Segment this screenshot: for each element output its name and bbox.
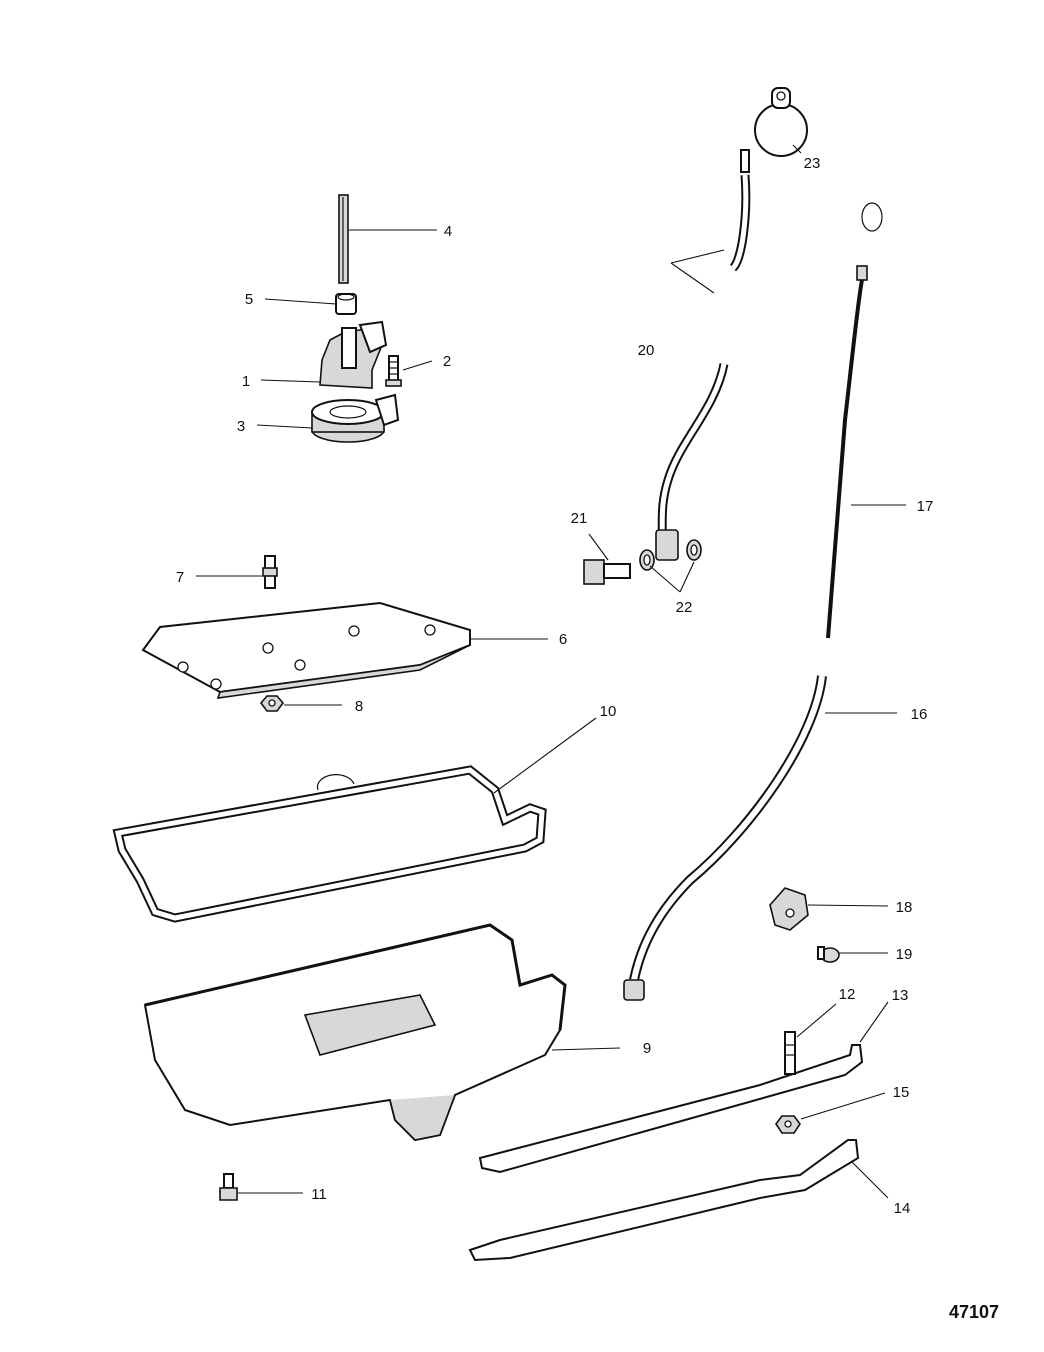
dipstick-part: [826, 202, 883, 639]
callout-16: 16: [911, 706, 928, 723]
callout-12: 12: [839, 986, 856, 1003]
callout-4: 4: [444, 223, 452, 240]
callout-3: 3: [237, 418, 245, 435]
callout-2: 2: [443, 353, 451, 370]
pump-screen-part: [311, 393, 400, 443]
leader-line-23: [792, 144, 802, 154]
leader-lines: [196, 144, 906, 1199]
callout-11: 11: [311, 1186, 327, 1203]
baffle-stud-part: [262, 555, 278, 589]
leader-line-21: [588, 533, 609, 561]
callout-20: 20: [638, 342, 655, 359]
pump-bolt-part: [385, 355, 402, 387]
oil-pan-part: [143, 923, 567, 1142]
tube-cap-part: [754, 87, 808, 157]
leader-line-14: [851, 1161, 889, 1199]
coupling-part: [335, 293, 357, 315]
callout-10: 10: [600, 703, 617, 720]
figure-number: 47107: [949, 1302, 999, 1322]
callout-23: 23: [804, 155, 821, 172]
leader-line-2: [402, 360, 433, 371]
dipstick-tube-upper-part: [729, 149, 751, 272]
pan-seal-left-part: [468, 1139, 860, 1262]
oil-pump-part: [319, 320, 388, 389]
dipstick-tube-lower-part: [655, 363, 729, 561]
callout-14: 14: [894, 1200, 911, 1217]
leader-line-20b: [670, 262, 715, 294]
callout-7: 7: [176, 569, 184, 586]
leader-line-5: [264, 298, 337, 305]
tube-clip-part: [769, 887, 809, 931]
callout-22: 22: [676, 599, 693, 616]
callout-15: 15: [893, 1084, 910, 1101]
callout-21: 21: [571, 510, 588, 527]
leader-line-15: [800, 1092, 886, 1120]
banjo-bolt-part: [583, 559, 631, 585]
leader-line-20a: [670, 249, 725, 264]
pan-gasket-part: [112, 765, 547, 923]
baffle-nut-part: [259, 695, 285, 712]
seal-nut-part: [775, 1115, 801, 1134]
pickup-tube-part: [338, 194, 349, 284]
leader-line-3: [256, 424, 313, 429]
pan-bolt-part: [219, 1173, 238, 1201]
dipstick-tube-part: [623, 675, 827, 1001]
callout-labels: 4 5 2 1 3 7 6 8 10 9 11 20 21 22 23 17 1…: [176, 155, 934, 1217]
leader-line-13: [859, 1001, 889, 1043]
leader-line-10: [493, 717, 597, 794]
callout-6: 6: [559, 631, 567, 648]
seal-stud-part: [784, 1031, 796, 1075]
callout-18: 18: [896, 899, 913, 916]
baffle-plate-part: [141, 601, 471, 699]
callout-13: 13: [892, 987, 909, 1004]
callout-5: 5: [245, 291, 253, 308]
pan-seal-right-part: [478, 1044, 864, 1174]
clip-screw-part: [817, 946, 840, 963]
callout-17: 17: [917, 498, 934, 515]
leader-line-18: [807, 904, 889, 907]
leader-line-9: [551, 1047, 621, 1051]
leader-line-1: [260, 379, 321, 383]
callout-8: 8: [355, 698, 363, 715]
callout-19: 19: [896, 946, 913, 963]
leader-line-12: [796, 1003, 837, 1038]
sealing-washer-part: [639, 539, 702, 571]
leader-line-22a: [649, 565, 681, 593]
leader-line-22b: [679, 561, 695, 593]
callout-9: 9: [643, 1040, 651, 1057]
callout-1: 1: [242, 373, 250, 390]
